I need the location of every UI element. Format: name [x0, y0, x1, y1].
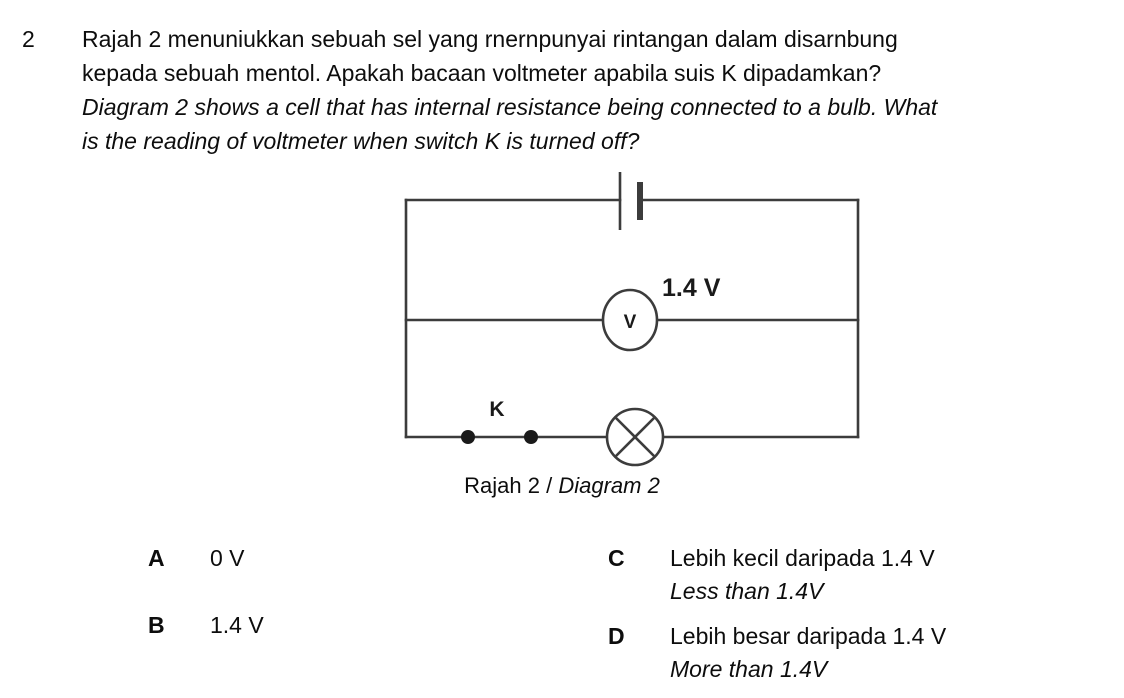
question-line-english-2: is the reading of voltmeter when switch … — [82, 128, 640, 154]
answer-option-b-body: 1.4 V — [210, 609, 568, 642]
question-stem-row: 2 Rajah 2 menuniukkan sebuah sel yang rn… — [0, 22, 1124, 158]
question-text: Rajah 2 menuniukkan sebuah sel yang rner… — [82, 22, 1124, 158]
answer-option-c-letter: C — [608, 545, 625, 571]
question-block: 2 Rajah 2 menuniukkan sebuah sel yang rn… — [0, 22, 1124, 158]
lamp-bulb-symbol — [605, 407, 665, 467]
answer-option-d[interactable]: D Lebih besar daripada 1.4 V More than 1… — [608, 620, 1108, 686]
figure-caption: Rajah 2 / Diagram 2 — [0, 471, 1124, 501]
question-line-malay-1: Rajah 2 menuniukkan sebuah sel yang rner… — [82, 26, 898, 52]
switch-label: K — [489, 398, 504, 421]
voltmeter-reading-label: 1.4 V — [662, 274, 721, 302]
answer-options: A 0 V B 1.4 V C Lebih kecil daripada 1.4… — [0, 542, 1124, 692]
circuit-diagram-figure: V 1.4 V K Rajah 2 / Diagram 2 — [0, 168, 1124, 518]
open-switch-symbol: K — [461, 398, 538, 444]
circuit-diagram-svg: V 1.4 V K — [404, 172, 860, 467]
figure-caption-english: Diagram 2 — [558, 473, 660, 498]
answer-option-d-body: Lebih besar daripada 1.4 V More than 1.4… — [670, 620, 1108, 686]
answer-option-c-body: Lebih kecil daripada 1.4 V Less than 1.4… — [670, 542, 1108, 608]
bulb-filament-b — [615, 417, 655, 457]
answer-option-b-letter: B — [148, 612, 165, 638]
answer-option-a-body: 0 V — [210, 542, 568, 575]
answer-option-d-letter: D — [608, 623, 625, 649]
question-line-malay-2: kepada sebuah mentol. Apakah bacaan volt… — [82, 60, 882, 86]
cell-battery-symbol — [618, 172, 643, 230]
question-number: 2 — [22, 26, 35, 52]
answer-option-c-text-english: Less than 1.4V — [670, 578, 824, 604]
answer-option-d-text-malay: Lebih besar daripada 1.4 V — [670, 623, 947, 649]
voltmeter-circle — [601, 288, 659, 352]
voltmeter-label: V — [624, 312, 637, 333]
answer-option-a-letter: A — [148, 545, 165, 571]
answer-option-d-text-english: More than 1.4V — [670, 656, 828, 682]
answer-option-c-text-malay: Lebih kecil daripada 1.4 V — [670, 545, 935, 571]
figure-caption-malay: Rajah 2 / — [464, 473, 553, 498]
voltmeter-symbol: V — [601, 288, 659, 352]
switch-contact-left — [461, 430, 475, 444]
switch-contact-right — [524, 430, 538, 444]
answer-option-b-text: 1.4 V — [210, 612, 264, 638]
question-line-english-1: Diagram 2 shows a cell that has internal… — [82, 94, 938, 120]
answer-options-left-column: A 0 V B 1.4 V — [148, 542, 568, 654]
circuit-wires — [404, 198, 860, 439]
answer-option-b[interactable]: B 1.4 V — [148, 609, 568, 642]
answer-option-a-text: 0 V — [210, 545, 245, 571]
answer-options-right-column: C Lebih kecil daripada 1.4 V Less than 1… — [608, 542, 1108, 698]
answer-option-c[interactable]: C Lebih kecil daripada 1.4 V Less than 1… — [608, 542, 1108, 608]
answer-option-a[interactable]: A 0 V — [148, 542, 568, 575]
